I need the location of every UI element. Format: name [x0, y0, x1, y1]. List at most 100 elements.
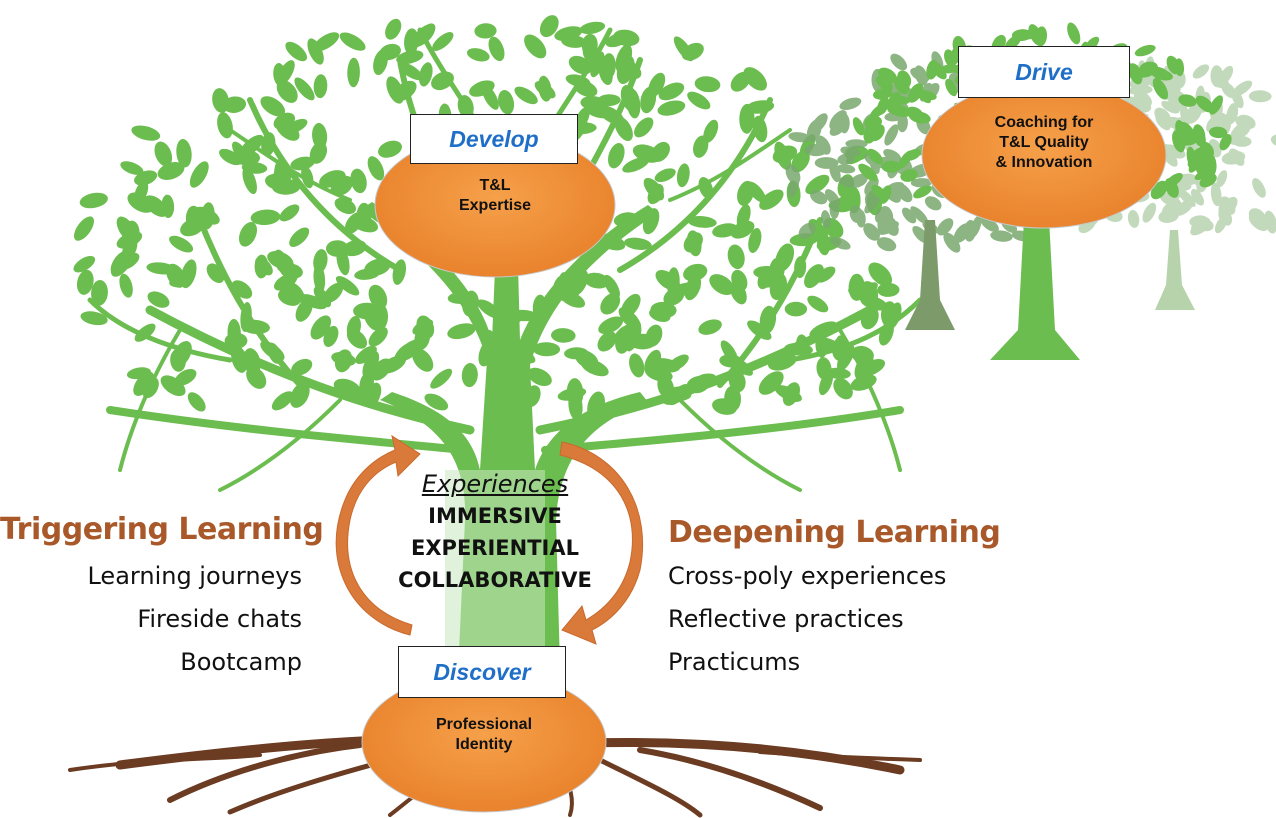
leaf [945, 78, 958, 97]
leaf [501, 306, 524, 323]
leaf [174, 368, 197, 386]
leaves [73, 15, 902, 421]
leaf [746, 181, 766, 203]
leaf [1134, 44, 1156, 57]
leaf [1127, 209, 1140, 228]
leaf [762, 264, 781, 288]
leaf [747, 320, 772, 340]
leaf [532, 342, 561, 357]
leaf [524, 385, 541, 408]
leaf [1248, 90, 1272, 103]
leaf [131, 125, 161, 141]
drive-label: Drive [1015, 58, 1073, 85]
leaf [1137, 67, 1156, 78]
experiences-block: Experiences IMMERSIVE EXPERIENTIAL COLLA… [380, 468, 610, 596]
leaf [319, 170, 346, 188]
leaf [970, 215, 982, 238]
leaf [728, 370, 746, 393]
leaf [615, 44, 633, 73]
leaf [867, 148, 883, 165]
leaf [240, 302, 252, 332]
leaf [879, 185, 892, 204]
leaf [91, 280, 108, 306]
leaf [346, 315, 361, 340]
leaf [568, 55, 592, 75]
leaf [231, 280, 253, 299]
leaf [222, 96, 247, 113]
leaf [447, 291, 477, 304]
leaf [368, 327, 388, 347]
leaf [134, 170, 158, 186]
leaf [913, 185, 932, 199]
leaf [720, 340, 738, 364]
leaf [273, 249, 288, 273]
leaf [830, 237, 851, 250]
leaf [1264, 210, 1276, 234]
experience-type: IMMERSIVE [428, 504, 562, 528]
discover-oval-line: Professional [435, 716, 533, 733]
leaf [250, 209, 281, 226]
leaf [930, 61, 947, 80]
leaf [1252, 178, 1266, 198]
leaf [310, 315, 332, 340]
leaf [863, 123, 877, 144]
leaf [597, 233, 626, 251]
develop-oval-text: T&L Expertise [420, 176, 570, 216]
leaf [657, 100, 686, 116]
leaf [527, 367, 552, 387]
leaf [924, 196, 942, 211]
leaf [1228, 148, 1245, 166]
leaf [1231, 135, 1252, 147]
leaf [709, 274, 735, 296]
leaf [206, 263, 225, 283]
leaf [888, 104, 912, 117]
leaf [157, 162, 185, 180]
leaf [116, 216, 138, 243]
leaf [727, 244, 745, 270]
leaf [829, 200, 840, 220]
leaf [687, 215, 717, 228]
leaf [565, 74, 591, 88]
leaf [134, 323, 156, 342]
leaf [772, 145, 798, 164]
leaf [144, 195, 168, 217]
leaf [910, 206, 928, 224]
leaf [782, 382, 801, 406]
leaf [836, 164, 856, 174]
leaf [392, 259, 407, 285]
leaf [900, 169, 918, 182]
leaf [119, 273, 133, 298]
leaf [431, 71, 454, 91]
leaf [860, 306, 879, 330]
leaf [79, 192, 108, 209]
leaf [913, 89, 937, 101]
leaf [743, 67, 767, 91]
leaf [877, 282, 900, 297]
leaf [869, 101, 890, 119]
leaf [837, 344, 855, 372]
leaf [767, 353, 797, 371]
leaf [864, 177, 879, 196]
leaf [488, 36, 505, 62]
leaf [261, 132, 276, 157]
leaf [579, 21, 606, 35]
leaf [883, 149, 902, 162]
leaf [176, 138, 192, 168]
leaf [673, 36, 694, 62]
leaf [906, 106, 924, 120]
leaf [524, 34, 547, 59]
leaf [514, 86, 538, 105]
leaf [703, 119, 719, 143]
leaf [877, 67, 897, 83]
leaf [810, 190, 828, 205]
leaf [1219, 134, 1232, 151]
leaf [1199, 173, 1217, 188]
triggering-learning-title: Triggering Learning [0, 512, 324, 547]
leaf [805, 174, 830, 195]
leaf [748, 228, 762, 253]
deepening-learning-title: Deepening Learning [668, 515, 1001, 550]
leaf [821, 210, 831, 229]
leaf [598, 316, 624, 334]
leaf [873, 88, 893, 100]
